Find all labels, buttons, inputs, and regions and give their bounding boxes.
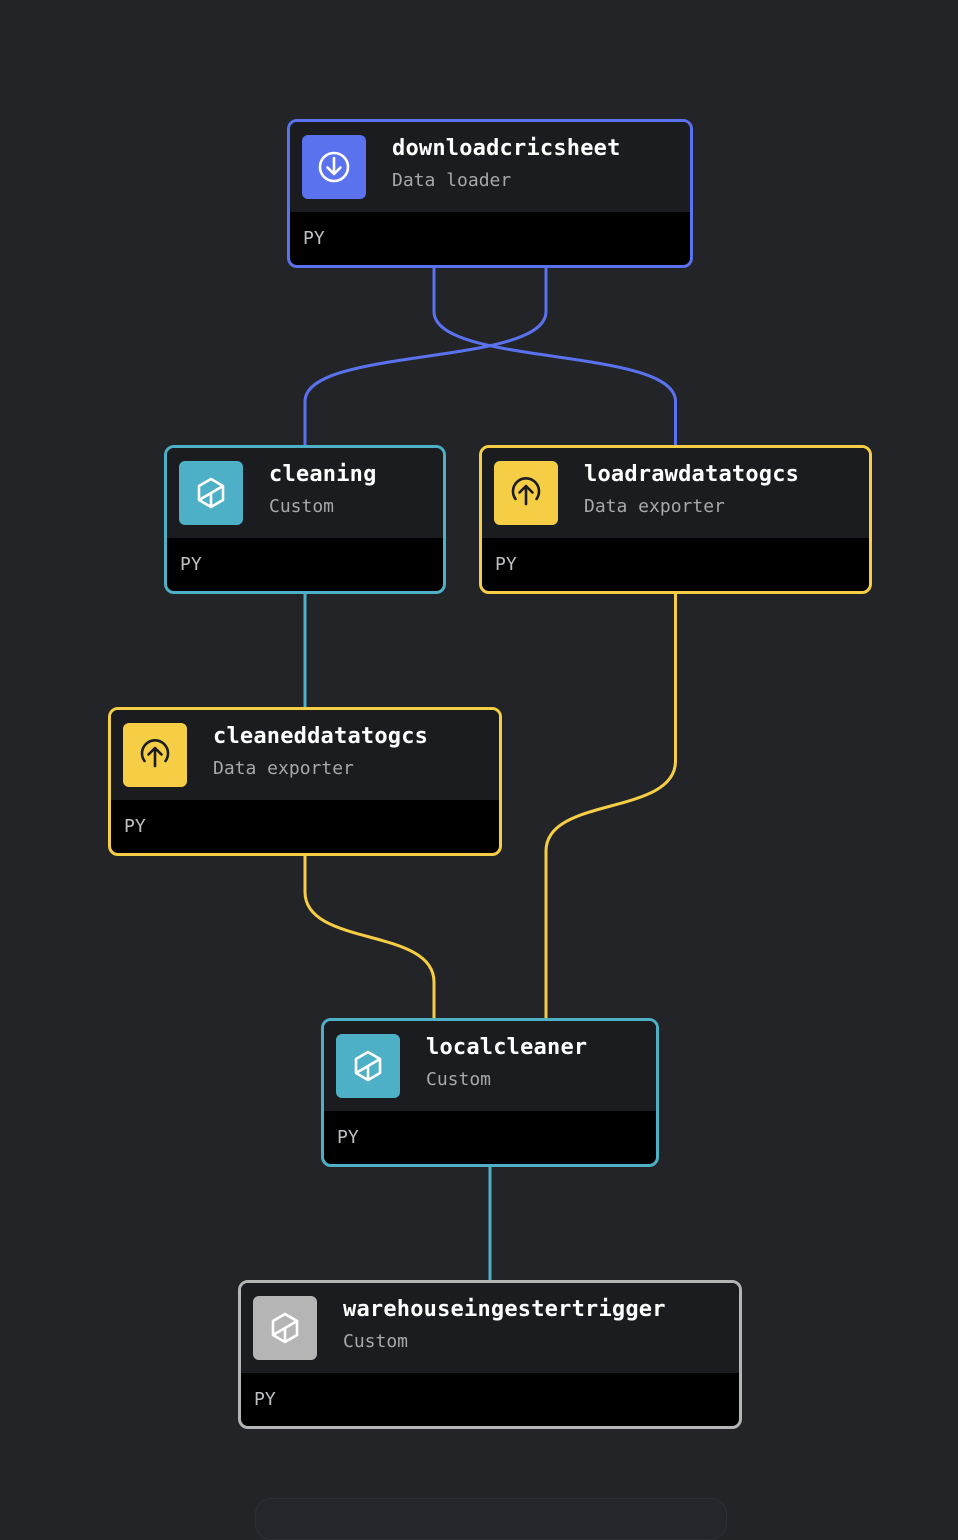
node-cleaning[interactable]: cleaning Custom PY [164,445,446,594]
node-title: localcleaner [426,1035,588,1060]
floating-toolbar[interactable] [255,1498,727,1540]
node-language: PY [303,228,325,249]
node-title: warehouseingestertrigger [343,1297,666,1322]
node-language: PY [180,554,202,575]
node-header: localcleaner Custom [324,1021,656,1111]
node-header: cleaning Custom [167,448,443,538]
node-header: cleaneddatatogcs Data exporter [111,710,499,800]
node-type: Data exporter [584,496,725,517]
node-language: PY [495,554,517,575]
node-language: PY [254,1389,276,1410]
node-header: warehouseingestertrigger Custom [241,1283,739,1373]
node-localcleaner[interactable]: localcleaner Custom PY [321,1018,659,1167]
node-type: Data exporter [213,758,354,779]
node-cleaneddatatogcs[interactable]: cleaneddatatogcs Data exporter PY [108,707,502,856]
node-loadrawdatatogcs[interactable]: loadrawdatatogcs Data exporter PY [479,445,872,594]
node-type: Data loader [392,170,512,191]
node-language: PY [337,1127,359,1148]
node-header: downloadcricsheet Data loader [290,122,690,212]
upload-circle-icon [494,461,558,525]
node-title: loadrawdatatogcs [584,462,800,487]
node-type: Custom [426,1069,492,1090]
node-warehouseingestertrigger[interactable]: warehouseingestertrigger Custom PY [238,1280,742,1429]
edge-loadrawdatatogcs-to-localcleaner [544,593,677,1019]
upload-circle-icon [123,723,187,787]
node-title: downloadcricsheet [392,136,621,161]
node-header: loadrawdatatogcs Data exporter [482,448,869,538]
cube-icon [179,461,243,525]
node-downloadcricsheet[interactable]: downloadcricsheet Data loader PY [287,119,693,268]
edge-cleaneddatatogcs-to-localcleaner [303,855,436,1019]
node-type: Custom [343,1331,409,1352]
node-title: cleaneddatatogcs [213,724,429,749]
node-language: PY [124,816,146,837]
edge-downloadcricsheet-to-cleaning [303,267,548,446]
cube-icon [253,1296,317,1360]
edge-downloadcricsheet-to-loadrawdatatogcs [432,267,677,446]
node-title: cleaning [269,462,377,487]
node-type: Custom [269,496,335,517]
cube-icon [336,1034,400,1098]
download-circle-icon [302,135,366,199]
